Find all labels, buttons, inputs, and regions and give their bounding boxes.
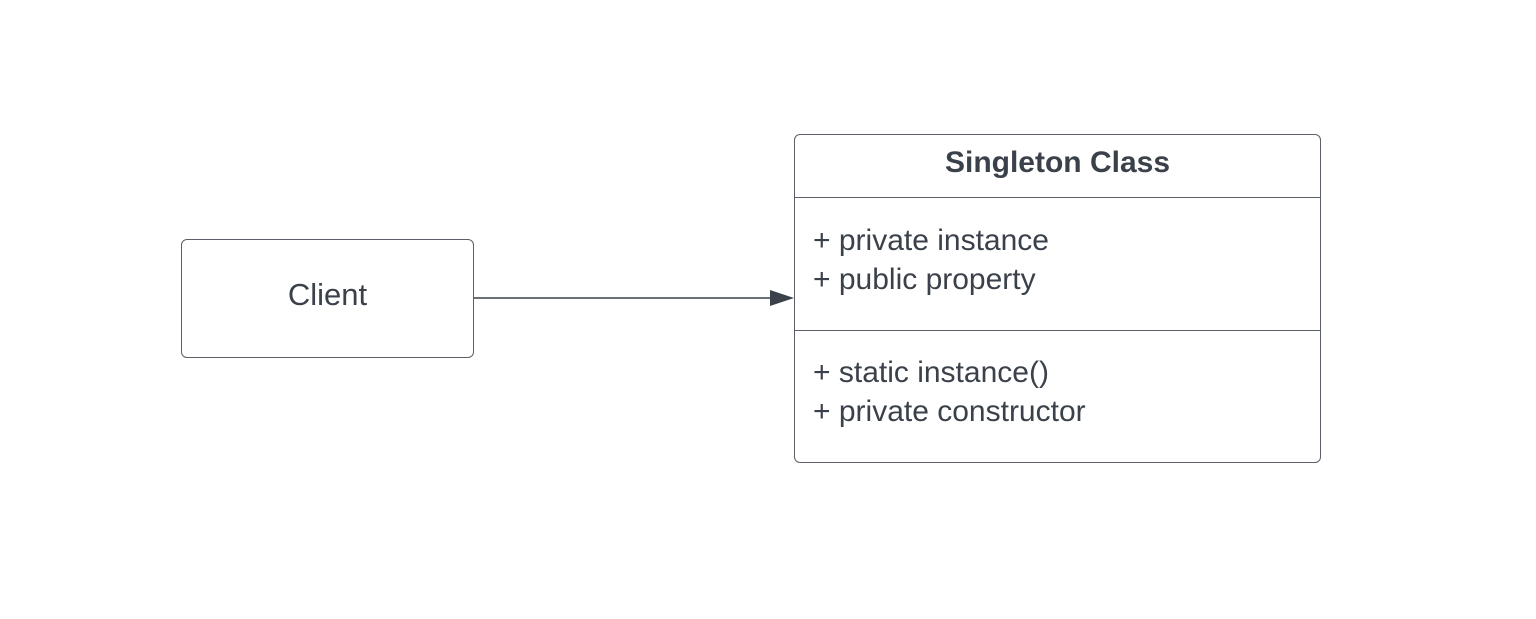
attributes-section: + private instance + public property xyxy=(813,221,1049,299)
methods-section: + static instance() + private constructo… xyxy=(813,353,1086,431)
attribute: + private instance xyxy=(813,224,1049,257)
method: + private constructor xyxy=(813,395,1086,428)
class-title: Singleton Class xyxy=(944,146,1171,179)
client-label: Client xyxy=(287,277,368,312)
singleton-class-node[interactable]: Singleton Class + private instance + pub… xyxy=(794,134,1321,463)
attribute: + public property xyxy=(813,263,1036,296)
method: + static instance() xyxy=(813,356,1049,389)
divider xyxy=(795,197,1320,198)
client-node[interactable]: Client xyxy=(181,239,474,358)
divider xyxy=(795,330,1320,331)
